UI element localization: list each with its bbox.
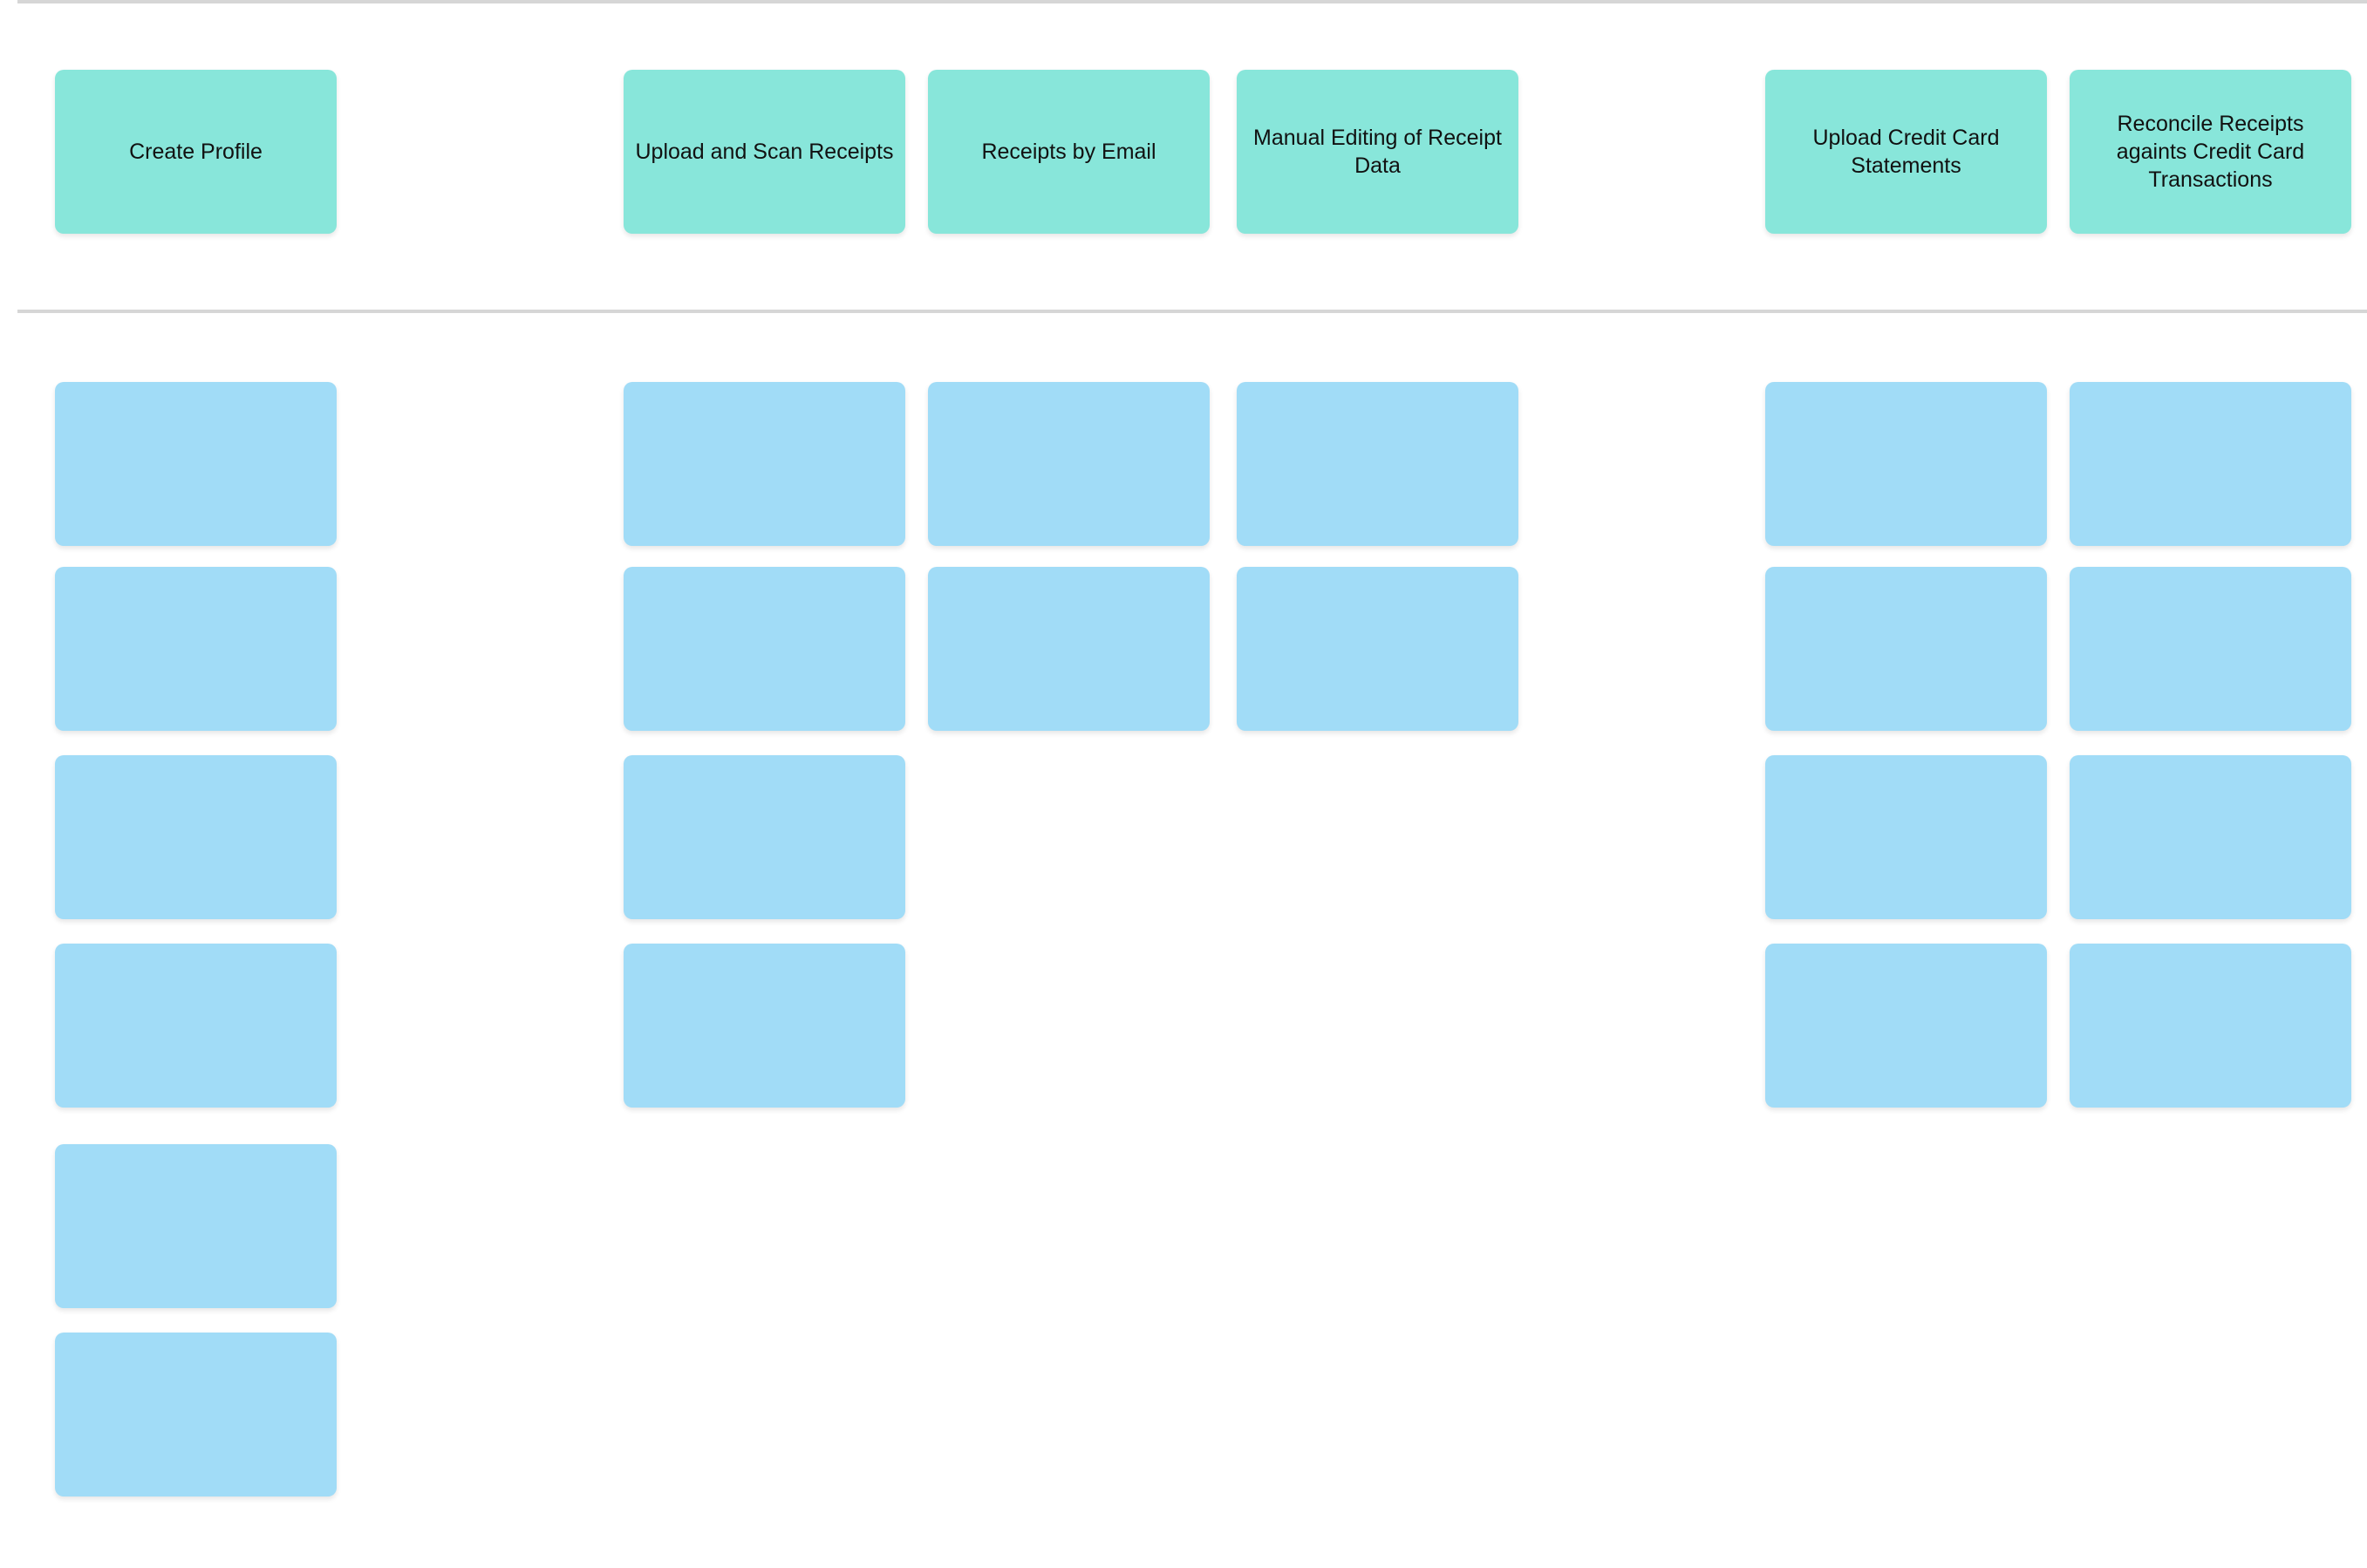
epic-card-label: Manual Editing of Receipt Data	[1253, 126, 1502, 178]
story-card[interactable]	[55, 944, 337, 1108]
epic-card-reconcile-receipts[interactable]: Reconcile Receipts againts Credit Card T…	[2070, 70, 2351, 234]
story-card[interactable]	[2070, 944, 2351, 1108]
story-card[interactable]	[55, 755, 337, 919]
epic-card-receipts-by-email[interactable]: Receipts by Email	[928, 70, 1210, 234]
epic-card-upload-and-scan-receipts[interactable]: Upload and Scan Receipts	[624, 70, 905, 234]
top-divider	[17, 0, 2367, 3]
story-card[interactable]	[2070, 382, 2351, 546]
story-card[interactable]	[2070, 567, 2351, 731]
story-card[interactable]	[1765, 382, 2047, 546]
story-card[interactable]	[55, 1333, 337, 1496]
epic-card-create-profile[interactable]: Create Profile	[55, 70, 337, 234]
story-card[interactable]	[1237, 382, 1518, 546]
story-card[interactable]	[624, 755, 905, 919]
story-card[interactable]	[928, 382, 1210, 546]
epic-card-label: Upload Credit Card Statements	[1812, 126, 2000, 178]
story-card[interactable]	[55, 382, 337, 546]
epic-row-divider	[17, 310, 2367, 313]
story-card[interactable]	[624, 382, 905, 546]
epic-card-upload-credit-card-statements[interactable]: Upload Credit Card Statements	[1765, 70, 2047, 234]
story-card[interactable]	[55, 1144, 337, 1308]
story-card[interactable]	[928, 567, 1210, 731]
story-card[interactable]	[1237, 567, 1518, 731]
epic-card-manual-editing[interactable]: Manual Editing of Receipt Data	[1237, 70, 1518, 234]
epic-card-label: Create Profile	[129, 140, 263, 164]
story-card[interactable]	[55, 567, 337, 731]
story-card[interactable]	[1765, 755, 2047, 919]
epic-card-label: Upload and Scan Receipts	[635, 140, 894, 164]
story-card[interactable]	[624, 567, 905, 731]
epic-card-label: Receipts by Email	[981, 140, 1156, 164]
story-card[interactable]	[2070, 755, 2351, 919]
story-card[interactable]	[1765, 944, 2047, 1108]
epic-card-label: Reconcile Receipts againts Credit Card T…	[2116, 112, 2305, 192]
story-card[interactable]	[624, 944, 905, 1108]
story-card[interactable]	[1765, 567, 2047, 731]
